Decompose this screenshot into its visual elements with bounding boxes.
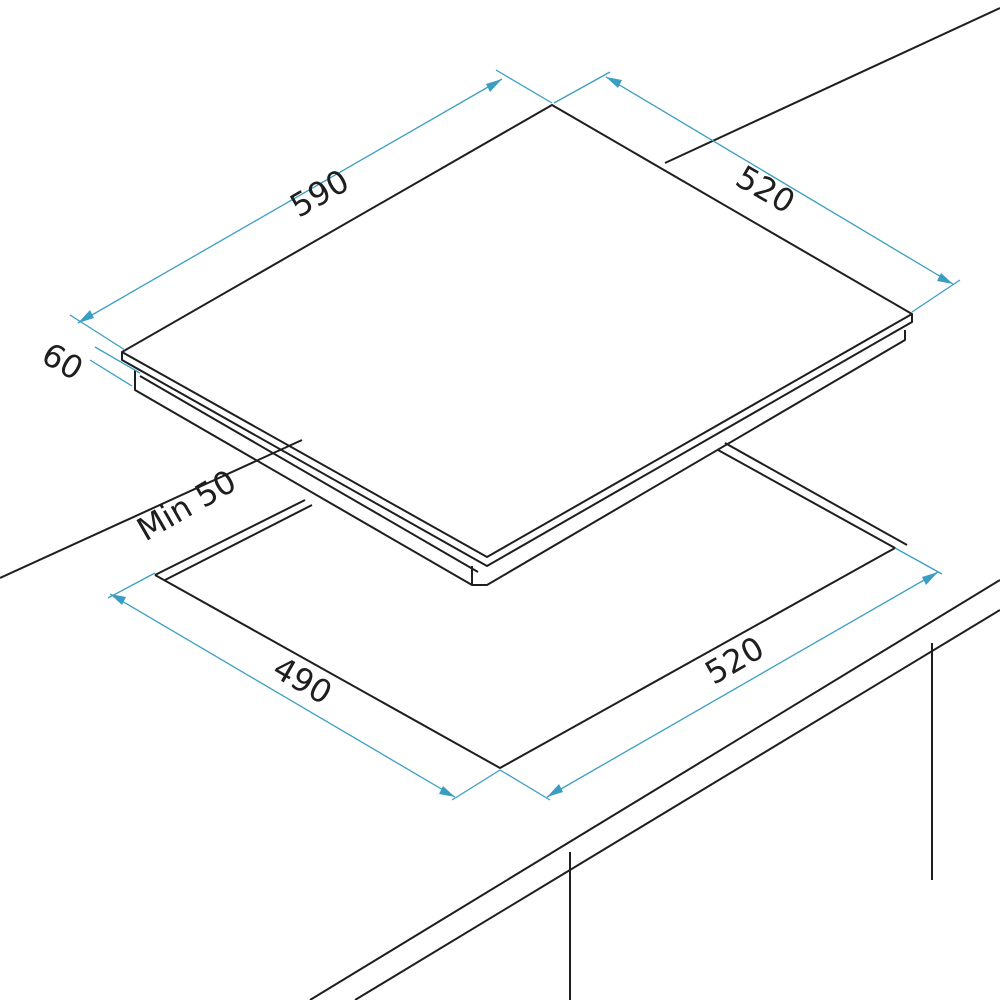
dim-520-bottom-ext-left xyxy=(499,769,551,801)
dim-520-top-ext-right xyxy=(911,279,961,313)
dim-590-arrow-left xyxy=(78,310,94,323)
worktop xyxy=(0,7,1000,1001)
hob-top-surface xyxy=(121,104,913,558)
dim-590-arrow-right xyxy=(486,79,502,92)
dim-490-ext-left xyxy=(107,572,156,599)
dim-490-ext-right xyxy=(451,769,501,801)
label-cutout-width: 490 xyxy=(267,649,339,712)
worktop-front-edge xyxy=(309,579,1000,1001)
label-min-clearance: Min 50 xyxy=(130,462,242,549)
dim-520-top-arrow-right xyxy=(937,273,953,284)
dim-60-ext xyxy=(89,359,133,387)
dim-520-top-line xyxy=(605,76,954,285)
dim-520-bottom-arrow-right xyxy=(922,572,938,585)
dim-520-top-arrow-left xyxy=(606,77,622,88)
hob-body-front xyxy=(134,330,906,586)
label-hob-height: 60 xyxy=(35,335,89,388)
dim-590-line xyxy=(77,78,503,324)
dim-520-bottom-arrow-left xyxy=(547,784,563,797)
dim-490-arrow-left xyxy=(110,594,126,605)
hob-body-inner xyxy=(139,375,479,573)
dim-590-ext-left xyxy=(69,314,126,351)
cutout-left-edge xyxy=(154,449,896,769)
dimension-labels: 590 520 60 Min 50 490 520 xyxy=(35,158,801,712)
dim-60-line xyxy=(94,346,141,374)
worktop-cutout xyxy=(154,442,908,769)
worktop-back-edge xyxy=(664,7,1000,164)
cutout-back-left xyxy=(154,499,306,576)
dimension-lines xyxy=(69,69,961,801)
label-cutout-depth: 520 xyxy=(699,629,771,692)
hob-glass-front-edge xyxy=(121,314,913,567)
worktop-front-lower-edge xyxy=(354,609,1000,1001)
label-hob-width: 590 xyxy=(284,162,356,225)
dim-590-ext-right xyxy=(495,69,553,104)
dim-490-line xyxy=(109,593,456,798)
worktop-left-edge xyxy=(0,439,303,579)
dim-520-top-ext-left xyxy=(553,71,611,104)
hob xyxy=(121,104,913,586)
label-hob-depth: 520 xyxy=(730,158,802,221)
dim-520-bottom-ext-right xyxy=(894,547,943,575)
cutout-inner-edge xyxy=(724,442,908,546)
dim-520-bottom-line xyxy=(546,571,939,798)
cutout-back-left-inner xyxy=(164,504,313,581)
dim-490-arrow-right xyxy=(439,786,455,797)
